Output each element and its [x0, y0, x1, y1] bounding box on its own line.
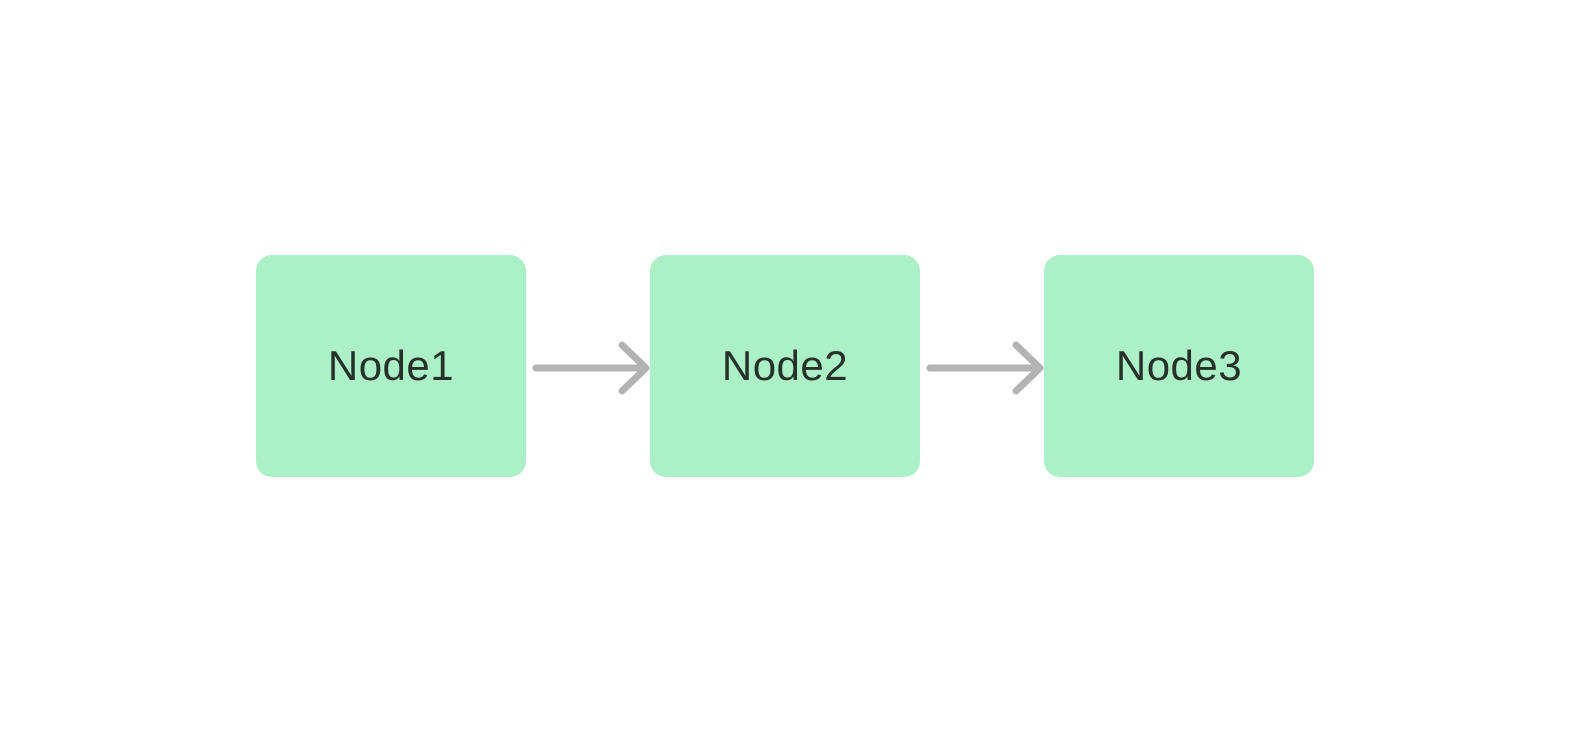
node-node3[interactable]: Node3 [1044, 255, 1314, 477]
node-label: Node2 [721, 342, 849, 389]
edge-arrow-node1-node2 [532, 341, 650, 395]
arrow-right-icon [1012, 341, 1044, 395]
node-node1[interactable]: Node1 [256, 255, 526, 477]
arrow-right-icon [618, 341, 650, 395]
node-node2[interactable]: Node2 [650, 255, 920, 477]
node-label: Node3 [1115, 342, 1243, 389]
edge-arrow-node2-node3 [926, 341, 1044, 395]
node-label: Node1 [327, 342, 455, 389]
